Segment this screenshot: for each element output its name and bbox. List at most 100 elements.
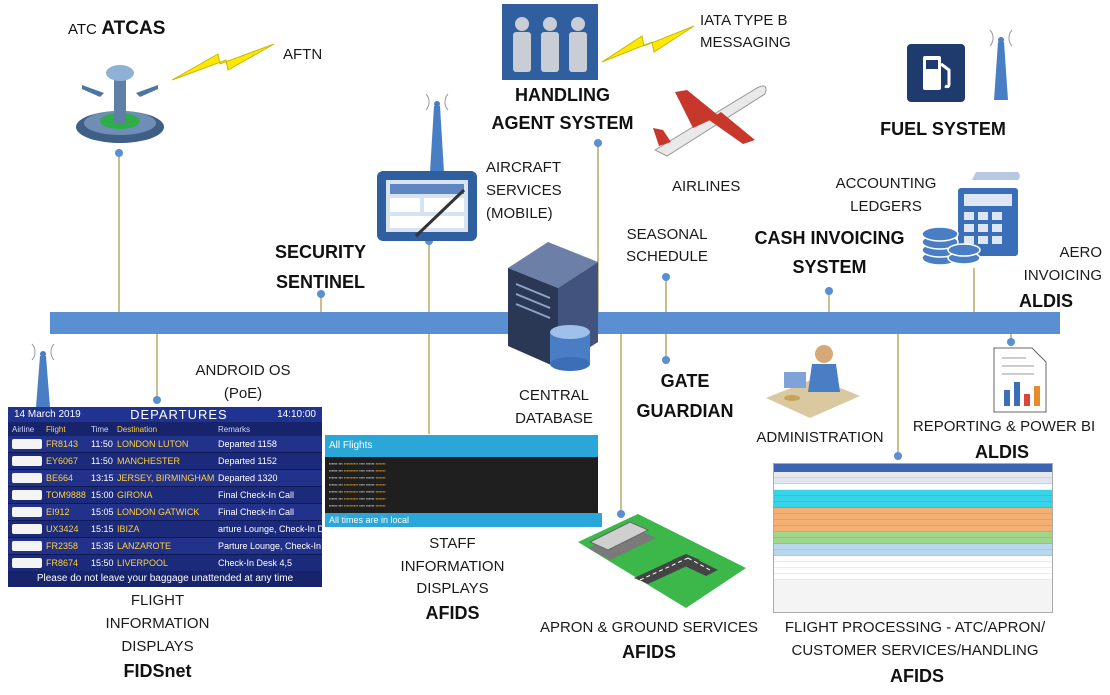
flight-remarks: Check-In Desk 4,5 (218, 558, 293, 568)
connector-flight-processing (897, 334, 899, 456)
staff-label-line3: DISPLAYS (416, 580, 489, 597)
apron-icon (578, 514, 746, 608)
database-icon (550, 325, 590, 371)
board-title: DEPARTURES (130, 407, 228, 422)
seasonal-label-line2: SCHEDULE (626, 248, 708, 265)
iata-label-line2: MESSAGING (700, 34, 791, 51)
cash-label-line2: SYSTEM (792, 257, 867, 277)
accounting-label-line2: LEDGERS (850, 198, 922, 215)
node-flight-processing (894, 452, 902, 460)
coins-icon (921, 226, 981, 266)
col-flight: Flight (46, 424, 66, 434)
flight-number: TOM9888 (46, 490, 86, 500)
android-label-line2: (PoE) (223, 385, 263, 402)
reporting-label: REPORTING & POWER BI (912, 418, 1096, 435)
flight-destination: LIVERPOOL (117, 558, 169, 568)
flight-number: EI912 (46, 507, 70, 517)
node-fids (153, 396, 161, 404)
node-apron (617, 510, 625, 518)
staff-display-title: All Flights (325, 435, 598, 457)
airline-logo (12, 439, 42, 449)
flight-destination: IBIZA (117, 524, 140, 534)
node-seasonal (662, 273, 670, 281)
afids-label-1: AFIDS (425, 603, 480, 623)
fidsnet-label: FIDSnet (123, 661, 192, 681)
connector-gate (665, 334, 667, 364)
board-header: 14 March 2019 DEPARTURES 14:10:00 (8, 407, 322, 422)
flight-remarks: Final Check-In Call (218, 507, 295, 517)
gate-label-line2: GUARDIAN (636, 401, 734, 421)
flight-destination: LONDON LUTON (117, 439, 189, 449)
board-footer: Please do not leave your baggage unatten… (8, 571, 322, 587)
aircraft-label-line2: SERVICES (486, 182, 562, 199)
connector-atcas (118, 152, 120, 312)
node-cash (825, 287, 833, 295)
seasonal-label-line1: SEASONAL (626, 226, 708, 243)
flight-remarks: Departed 1152 (218, 456, 277, 466)
airline-logo (12, 473, 42, 483)
aftn-label: AFTN (283, 46, 323, 63)
node-gate (662, 356, 670, 364)
connector-apron (620, 334, 622, 514)
airlines-label: AIRLINES (672, 178, 741, 195)
airline-logo (12, 541, 42, 551)
lightning-icon (171, 43, 275, 81)
atcas-prefix: ATC (68, 21, 97, 38)
security-label-line2: SENTINEL (275, 272, 365, 292)
board-rows: FR8143 11:50 LONDON LUTON Departed 1158 EY6… (8, 436, 322, 572)
node-handling (594, 139, 602, 147)
flight-time: 15:50 (91, 558, 114, 568)
flight-number: FR8674 (46, 558, 79, 568)
flight-destination: MANCHESTER (117, 456, 181, 466)
connector-seasonal (665, 276, 667, 312)
tablet-icon (377, 171, 477, 241)
fids-label-line1: FLIGHT (130, 592, 185, 609)
security-label-line1: SECURITY (274, 242, 366, 262)
handling-label-line2: AGENT SYSTEM (491, 113, 634, 133)
aldis-label-2: ALDIS (975, 442, 1029, 462)
control-tower-icon (76, 65, 164, 143)
airline-logo (12, 456, 42, 466)
flight-remarks: Parture Lounge, Check-In D (218, 541, 322, 551)
flight-number: UX3424 (46, 524, 79, 534)
col-destination: Destination (117, 424, 158, 434)
board-time: 14:10:00 (277, 409, 316, 420)
col-airline: Airline (12, 424, 35, 434)
connector-aircraft (428, 240, 430, 312)
board-date: 14 March 2019 (14, 409, 81, 420)
staff-label-line2: INFORMATION (400, 558, 505, 575)
flight-time: 11:50 (91, 439, 113, 449)
fp-titlebar (774, 464, 1052, 472)
staff-label-line1: STAFF (429, 535, 476, 552)
atcas-label: ATCAS (101, 18, 166, 39)
connector-fids (156, 334, 158, 400)
flight-number: FR2358 (46, 541, 79, 551)
aero-label-line1: AERO (1059, 244, 1102, 261)
connector-security (320, 292, 322, 312)
airline-logo (12, 507, 42, 517)
central-label-line2: DATABASE (515, 410, 593, 427)
flight-number: FR8143 (46, 439, 79, 449)
flight-time: 11:50 (91, 456, 113, 466)
flight-destination: LANZAROTE (117, 541, 172, 551)
node-security (317, 290, 325, 298)
aero-label-line2: INVOICING (1023, 267, 1102, 284)
airline-logo (12, 524, 42, 534)
fp-label-line1: FLIGHT PROCESSING - ATC/APRON/ (784, 619, 1046, 636)
handling-label-line1: HANDLING (515, 85, 610, 105)
flight-remarks: Departed 1158 (218, 439, 277, 449)
flight-time: 15:15 (91, 524, 114, 534)
flight-number: EY6067 (46, 456, 79, 466)
fids-label-line3: DISPLAYS (121, 638, 194, 655)
connector-handling (597, 143, 599, 312)
flight-destination: JERSEY, BIRMINGHAM (117, 473, 215, 483)
iata-label-line1: IATA TYPE B (700, 12, 788, 29)
fuel-label: FUEL SYSTEM (880, 119, 1006, 139)
table-row: EY6067 11:50 MANCHESTER Departed 1152 (8, 453, 322, 470)
lightning-icon (601, 25, 695, 63)
